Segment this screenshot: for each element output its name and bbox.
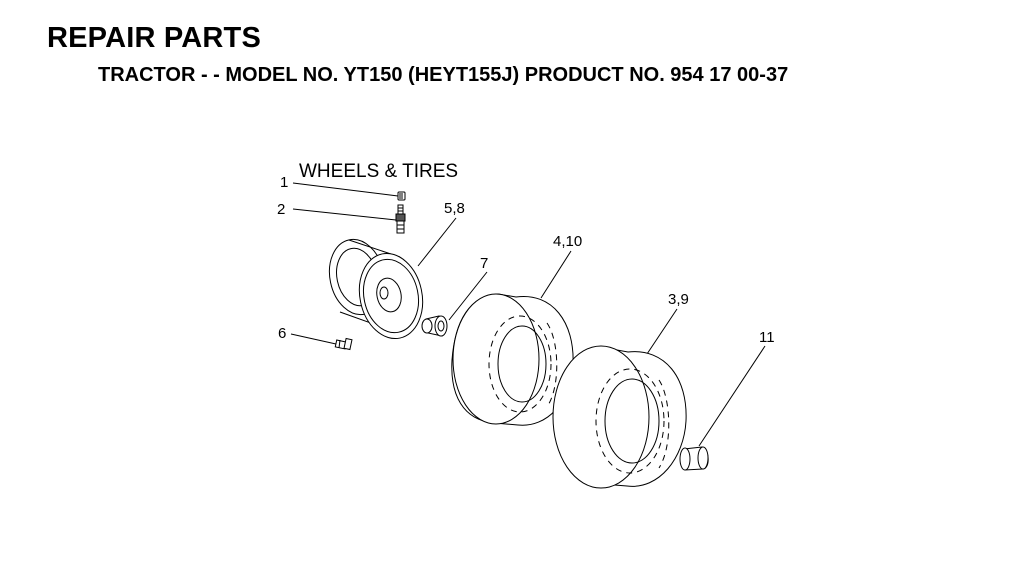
bushing [421,315,448,337]
tire-4-10 [451,293,574,426]
callout-6: 6 [278,325,286,342]
grease-fitting [334,337,353,351]
callout-3-9: 3,9 [668,291,689,308]
callout-7: 7 [480,255,488,272]
section-title: WHEELS & TIRES [299,161,458,182]
valve-stem [395,204,406,234]
callout-5-8: 5,8 [444,200,465,217]
tire-3-9 [552,345,687,489]
leader-lines [290,182,766,447]
axle-cap [679,446,709,471]
wheel-rim [328,238,424,340]
callout-2: 2 [277,201,285,218]
valve-cap [397,191,406,201]
callout-11: 11 [759,329,775,346]
page-subtitle: TRACTOR - - MODEL NO. YT150 (HEYT155J) P… [98,64,789,86]
callout-4-10: 4,10 [553,233,582,250]
page-title: REPAIR PARTS [47,22,262,54]
callout-1: 1 [280,174,288,191]
